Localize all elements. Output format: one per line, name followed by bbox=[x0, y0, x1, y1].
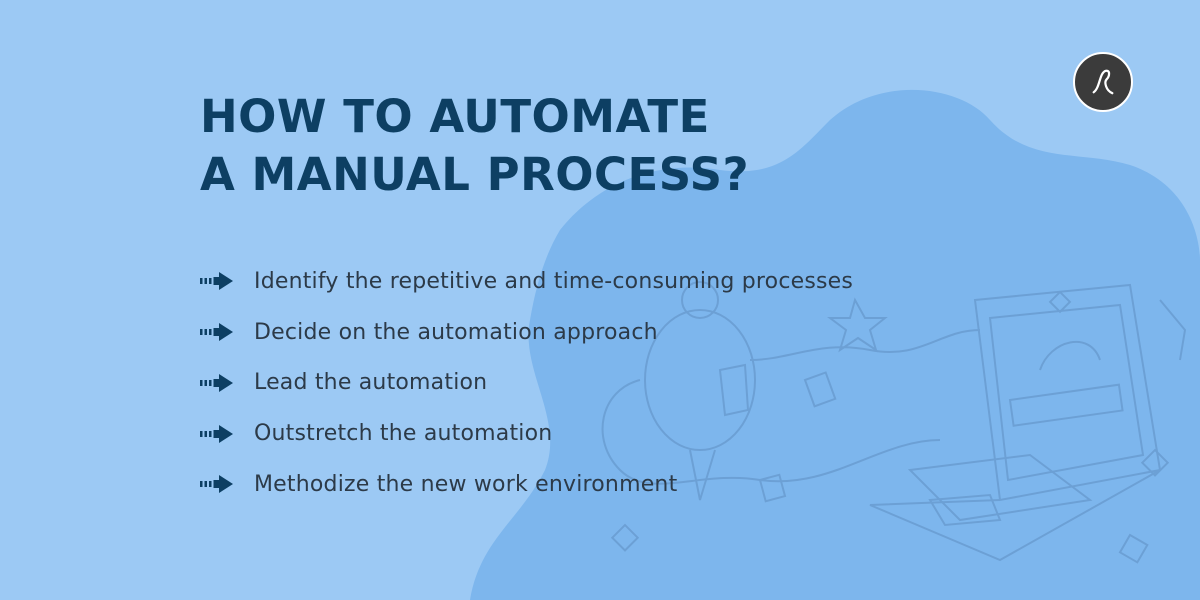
arrow-right-icon bbox=[200, 372, 236, 394]
list-item: Lead the automation bbox=[200, 358, 853, 409]
step-label: Lead the automation bbox=[254, 370, 488, 396]
arrow-right-icon bbox=[200, 473, 236, 495]
list-item: Identify the repetitive and time-consumi… bbox=[200, 256, 853, 307]
steps-list: Identify the repetitive and time-consumi… bbox=[200, 256, 853, 510]
arrow-right-icon bbox=[200, 321, 236, 343]
step-label: Methodize the new work environment bbox=[254, 471, 678, 497]
title-line-1: HOW TO AUTOMATE bbox=[200, 90, 710, 143]
robot-laptop-illustration bbox=[601, 281, 1187, 564]
title-line-2: A MANUAL PROCESS? bbox=[200, 148, 750, 201]
brand-logo bbox=[1073, 52, 1133, 112]
arrow-right-icon bbox=[200, 423, 236, 445]
step-label: Outstretch the automation bbox=[254, 421, 553, 447]
list-item: Outstretch the automation bbox=[200, 408, 853, 459]
list-item: Methodize the new work environment bbox=[200, 459, 853, 510]
list-item: Decide on the automation approach bbox=[200, 307, 853, 358]
step-label: Identify the repetitive and time-consumi… bbox=[254, 268, 854, 294]
page-title: HOW TO AUTOMATE A MANUAL PROCESS? bbox=[200, 88, 1000, 204]
arrow-right-icon bbox=[200, 270, 236, 292]
step-label: Decide on the automation approach bbox=[254, 319, 658, 345]
